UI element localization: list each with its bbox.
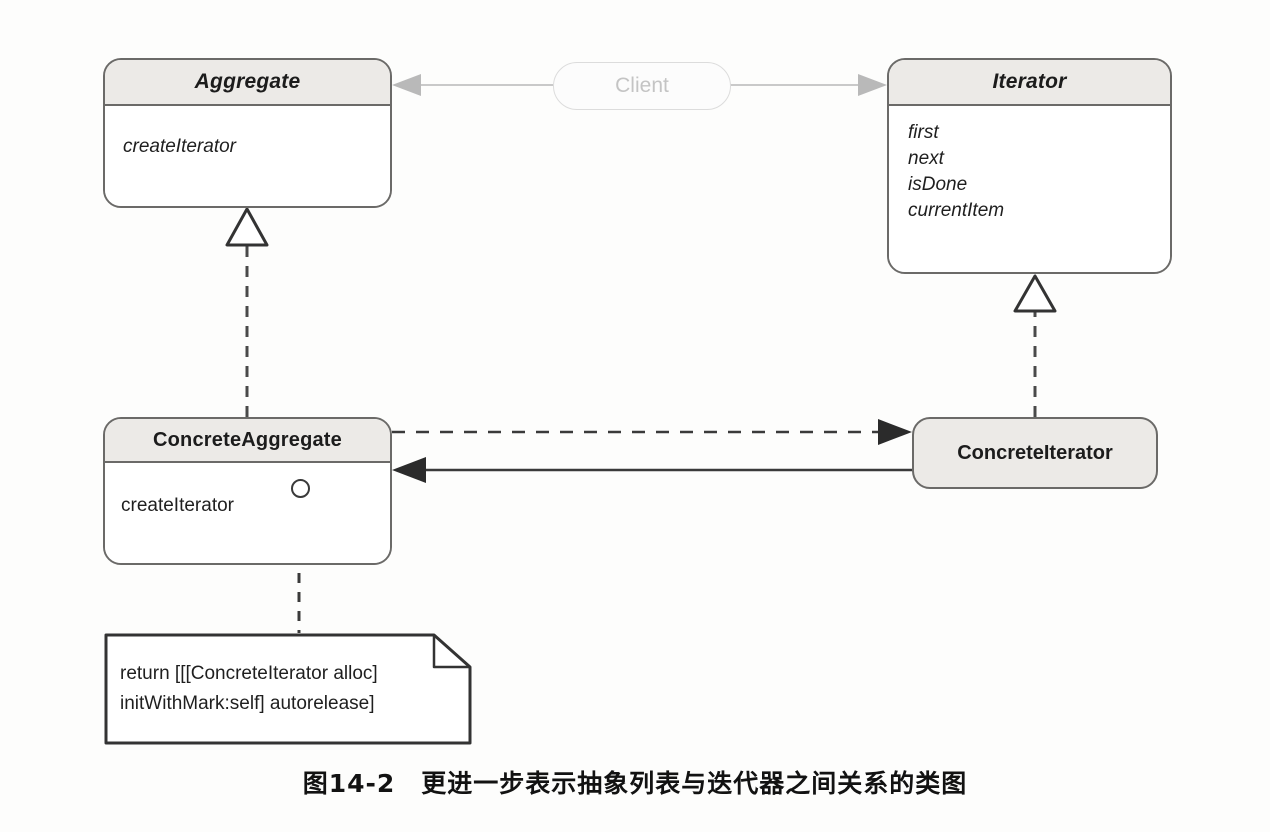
method-first: first (908, 122, 939, 143)
method-createiterator-concrete: createIterator (121, 495, 234, 516)
class-box-iterator[interactable]: Iterator first next isDone currentItem (887, 58, 1172, 274)
connector-concreteaggregate-depends-concreteiterator (392, 419, 912, 445)
class-methods-concreteaggregate: createIterator (105, 463, 390, 563)
connector-concreteiterator-to-concreteaggregate (392, 457, 912, 483)
class-title-concreteiterator: ConcreteIterator (957, 441, 1113, 464)
note-text: return [[[ConcreteIterator alloc] initWi… (120, 659, 460, 719)
note-anchor-circle-icon (291, 479, 310, 498)
class-box-aggregate[interactable]: Aggregate createIterator (103, 58, 392, 208)
connector-concreteaggregate-realizes-aggregate (225, 207, 269, 417)
method-isdone: isDone (908, 174, 968, 195)
note-line-1: return [[[ConcreteIterator alloc] (120, 663, 378, 684)
method-currentitem: currentItem (908, 200, 1005, 221)
class-header-iterator: Iterator (889, 60, 1170, 106)
class-title-concreteaggregate: ConcreteAggregate (153, 428, 342, 451)
figure-caption: 图14-2 更进一步表示抽象列表与迭代器之间关系的类图 (302, 769, 968, 798)
class-title-iterator: Iterator (992, 70, 1067, 93)
class-box-concreteiterator[interactable]: ConcreteIterator (912, 417, 1158, 489)
client-label: Client (615, 74, 669, 97)
connector-client-to-iterator (729, 74, 887, 96)
client-bubble[interactable]: Client (553, 62, 731, 110)
class-header-aggregate: Aggregate (105, 60, 390, 106)
class-box-concreteaggregate[interactable]: ConcreteAggregate createIterator (103, 417, 392, 565)
class-methods-iterator: first next isDone currentItem (889, 106, 1170, 272)
connector-concreteiterator-realizes-iterator (1013, 274, 1057, 417)
connector-client-to-aggregate (392, 74, 553, 96)
class-header-concreteaggregate: ConcreteAggregate (105, 419, 390, 463)
method-createiterator: createIterator (123, 136, 236, 157)
note-shape-icon (104, 633, 472, 745)
class-title-aggregate: Aggregate (194, 70, 301, 93)
note-line-2: initWithMark:self] autorelease] (120, 693, 375, 714)
method-next: next (908, 148, 944, 169)
uml-note[interactable]: return [[[ConcreteIterator alloc] initWi… (104, 633, 472, 745)
class-methods-aggregate: createIterator (105, 106, 390, 206)
